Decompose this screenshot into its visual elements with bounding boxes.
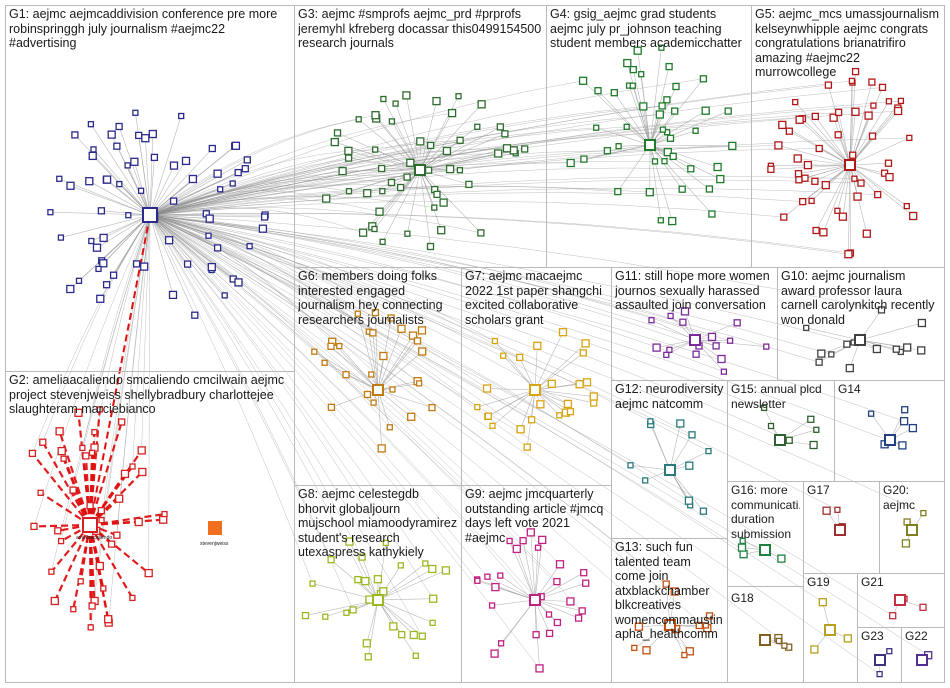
- group-box-g15: G15: annual plcd newsletter: [727, 380, 835, 482]
- group-label-g8: G8: aejmc celestegdb bhorvit globaljourn…: [298, 487, 458, 560]
- group-label-g20: G20: aejmc: [883, 483, 941, 512]
- group-label-g12: G12: neurodiversity aejmc natcomm: [615, 382, 724, 411]
- group-box-g19: G19: [803, 573, 858, 683]
- group-label-g10: G10: aejmc journalism award professor la…: [781, 269, 941, 327]
- group-box-g23: G23: [857, 627, 902, 683]
- group-label-g22: G22: [905, 629, 941, 644]
- group-label-g3: G3: aejmc #smprofs aejmc_prd #prprofs je…: [298, 7, 543, 51]
- group-label-g1: G1: aejmc aejmcaddivision conference pre…: [9, 7, 291, 51]
- group-label-g9: G9: aejmc jmcquarterly outstanding artic…: [465, 487, 608, 545]
- group-box-g12: G12: neurodiversity aejmc natcomm: [611, 380, 728, 539]
- group-box-g2: G2: ameliaacaliendo smcaliendo cmcilwain…: [5, 371, 295, 683]
- group-label-g13: G13: such fun talented team come join at…: [615, 540, 724, 642]
- group-label-g16: G16: more communicati... duration submis…: [731, 483, 800, 541]
- group-box-g13: G13: such fun talented team come join at…: [611, 538, 728, 683]
- group-box-g8: G8: aejmc celestegdb bhorvit globaljourn…: [294, 485, 462, 683]
- group-label-g15: G15: annual plcd newsletter: [731, 382, 831, 411]
- group-box-g4: G4: gsig_aejmc grad students aejmc july …: [546, 5, 752, 268]
- group-box-g7: G7: aejmc macaejmc 2022 1st paper shangc…: [461, 267, 612, 486]
- group-label-g6: G6: members doing folks interested engag…: [298, 269, 458, 327]
- group-label-g2: G2: ameliaacaliendo smcaliendo cmcilwain…: [9, 373, 291, 417]
- group-label-g19: G19: [807, 575, 854, 590]
- group-label-g5: G5: aejmc_mcs umassjournalism kelseynwhi…: [755, 7, 941, 80]
- group-box-g1: G1: aejmc aejmcaddivision conference pre…: [5, 5, 295, 372]
- group-box-g6: G6: members doing folks interested engag…: [294, 267, 462, 486]
- group-box-g20: G20: aejmc: [879, 481, 945, 574]
- group-label-g21: G21: [861, 575, 941, 590]
- group-box-g16: G16: more communicati... duration submis…: [727, 481, 804, 587]
- group-box-g3: G3: aejmc #smprofs aejmc_prd #prprofs je…: [294, 5, 547, 268]
- group-label-g14: G14: [838, 382, 941, 397]
- group-box-g22: G22: [901, 627, 945, 683]
- group-box-g10: G10: aejmc journalism award professor la…: [777, 267, 945, 381]
- group-label-g4: G4: gsig_aejmc grad students aejmc july …: [550, 7, 748, 51]
- group-box-g17: G17: [803, 481, 880, 574]
- group-label-g18: G18: [731, 591, 800, 606]
- group-box-g18: G18: [727, 586, 804, 683]
- group-box-g9: G9: aejmc jmcquarterly outstanding artic…: [461, 485, 612, 683]
- group-box-g14: G14: [834, 380, 945, 482]
- group-box-g21: G21: [857, 573, 945, 628]
- group-label-g11: G11: still hope more women journos sexua…: [615, 269, 774, 313]
- group-label-g17: G17: [807, 483, 876, 498]
- group-label-g7: G7: aejmc macaejmc 2022 1st paper shangc…: [465, 269, 608, 327]
- group-box-g5: G5: aejmc_mcs umassjournalism kelseynwhi…: [751, 5, 945, 268]
- group-box-g11: G11: still hope more women journos sexua…: [611, 267, 778, 381]
- group-label-g23: G23: [861, 629, 898, 644]
